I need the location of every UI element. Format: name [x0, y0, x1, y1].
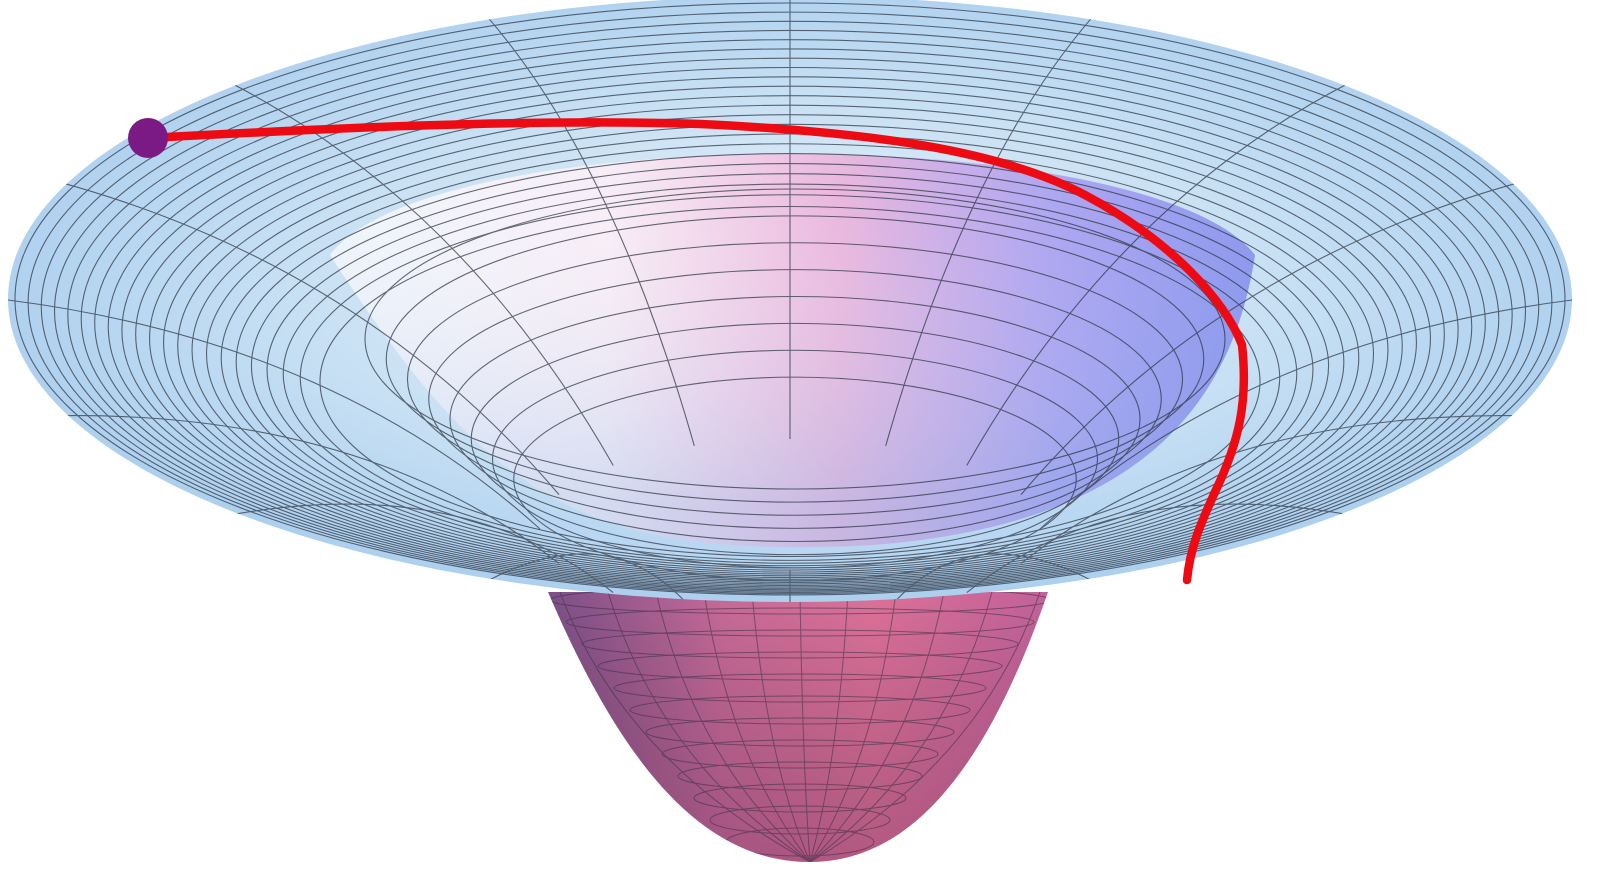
grid-ring-inner	[428, 269, 1162, 529]
grid-ring-inner	[385, 215, 1205, 503]
lower-grid-meridian	[809, 592, 849, 862]
grid-meridian	[1020, 181, 1521, 495]
lower-grid-meridian	[751, 592, 811, 862]
lower-grid-ring	[709, 805, 891, 835]
lower-grid-ring	[597, 651, 1003, 681]
lower-grid-meridian	[809, 592, 993, 862]
grid-meridian	[487, 16, 695, 447]
grid-meridian	[885, 16, 1093, 447]
grid-meridian	[487, 553, 695, 602]
lower-grid-ring	[613, 673, 987, 703]
particle-ball	[128, 118, 168, 158]
funnel-throat	[330, 153, 1255, 580]
lower-grid-ring	[677, 761, 923, 791]
grid-ring-inner	[470, 322, 1120, 556]
grid-ring-inner	[406, 242, 1184, 516]
grid-meridian	[8, 298, 541, 530]
grid-meridian	[966, 82, 1349, 466]
lower-grid-ring	[629, 695, 971, 725]
trajectory-path	[143, 118, 1249, 585]
grid-meridian	[885, 553, 1093, 602]
lower-grid-meridian	[607, 592, 811, 862]
grid-meridian	[231, 503, 614, 594]
lower-funnel	[548, 592, 1048, 862]
radial-grid	[8, 0, 1572, 602]
lower-grid-meridian	[655, 592, 811, 862]
lower-grid-ring	[581, 629, 1019, 659]
grid-meridian	[1020, 415, 1520, 564]
lower-grid-ring	[693, 783, 907, 813]
lower-grid-meridian	[703, 592, 811, 862]
lower-grid-meridian	[809, 592, 1041, 862]
grid-meridian	[231, 82, 614, 466]
grid-meridian	[59, 181, 560, 495]
grid-ring-inner	[491, 349, 1099, 569]
lower-grid-meridian	[799, 592, 811, 862]
lower-grid-meridian	[809, 592, 945, 862]
grid-ring-inner	[513, 376, 1077, 582]
grid-ring-inner	[364, 188, 1226, 490]
lower-grid-ring	[661, 739, 939, 769]
lower-grid-meridian	[809, 592, 897, 862]
grid-meridian	[966, 503, 1349, 594]
lower-grid-ring	[645, 717, 955, 747]
grid-ring-inner	[449, 295, 1141, 543]
grid-meridian	[60, 415, 560, 564]
lower-grid-meridian	[559, 592, 811, 862]
grid-meridian	[1039, 298, 1572, 530]
